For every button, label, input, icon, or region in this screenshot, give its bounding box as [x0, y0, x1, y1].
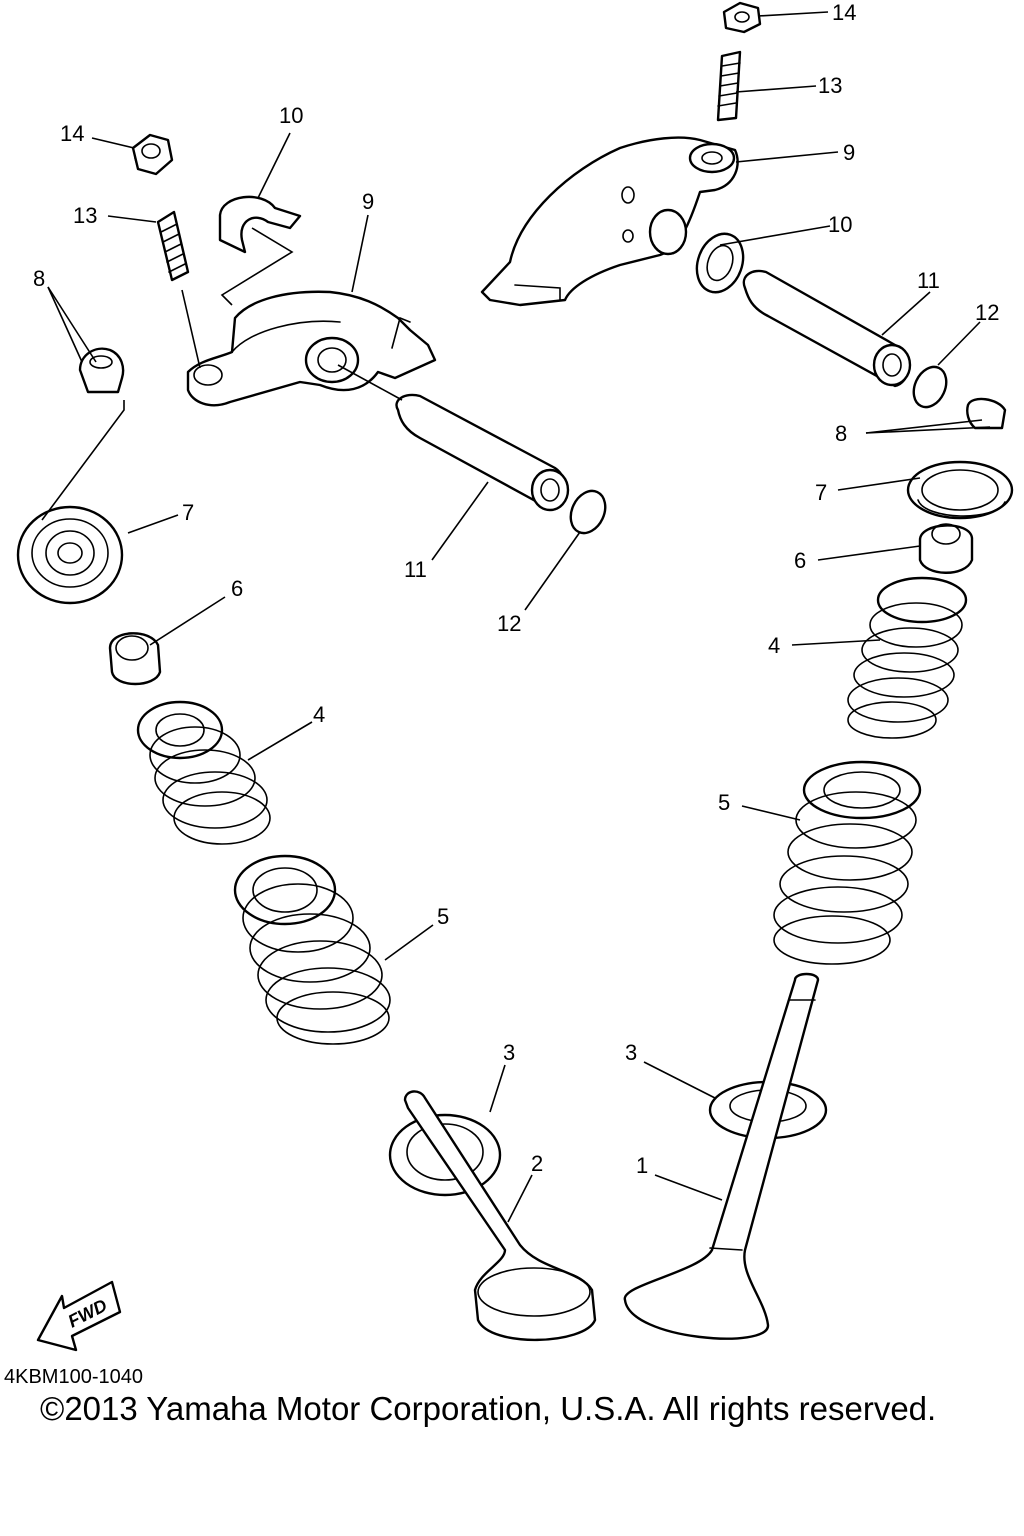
callout-5-left: 5 [437, 904, 449, 929]
callout-6-right: 6 [794, 548, 806, 573]
part-nut-right [722, 1, 762, 34]
callout-8-left: 8 [33, 266, 45, 291]
callout-14-right: 14 [832, 0, 856, 25]
callout-12-left: 12 [497, 611, 521, 636]
callout-2: 2 [531, 1151, 543, 1176]
part-cotter-right [966, 397, 1007, 430]
drawing-code: 4KBM100-1040 [4, 1366, 143, 1388]
part-rocker-shaft-left [395, 393, 570, 512]
part-intake-valve [403, 1090, 597, 1342]
callout-12-right: 12 [975, 300, 999, 325]
callout-4-right: 4 [768, 633, 780, 658]
part-rocker-shaft-right [742, 269, 912, 388]
part-rocker-arm-right [480, 136, 739, 307]
copyright-notice: ©2013 Yamaha Motor Corporation, U.S.A. A… [40, 1390, 936, 1427]
callout-14-left: 14 [60, 121, 84, 146]
callout-1: 1 [636, 1153, 648, 1178]
callout-10-left: 10 [279, 103, 303, 128]
part-seal-left [108, 632, 162, 686]
part-washer-left [218, 195, 302, 254]
callout-4-left: 4 [313, 702, 325, 727]
callout-13-right: 13 [818, 73, 842, 98]
part-outer-spring-left [233, 854, 391, 1045]
part-seal-right [918, 523, 974, 574]
callout-6-left: 6 [231, 576, 243, 601]
part-o-ring-left [569, 489, 607, 535]
part-outer-spring-right [773, 760, 922, 965]
callout-13-left: 13 [73, 203, 97, 228]
callout-9-right: 9 [843, 140, 855, 165]
callout-labels: 14 13 9 10 11 12 8 7 6 4 5 3 1 14 13 10 … [33, 0, 999, 1178]
callout-10-right: 10 [828, 212, 852, 237]
part-nut-left [131, 133, 174, 176]
part-retainer-left [16, 505, 124, 605]
part-retainer-right [906, 460, 1014, 520]
part-cotter-left [78, 347, 125, 394]
callout-9-left: 9 [362, 189, 374, 214]
callout-7-left: 7 [182, 500, 194, 525]
callout-8-right: 8 [835, 421, 847, 446]
part-inner-spring-right [847, 576, 968, 739]
part-o-ring-right [912, 365, 948, 409]
leader-lines [41, 11, 991, 1223]
callout-3-right: 3 [625, 1040, 637, 1065]
part-exhaust-valve [623, 972, 820, 1340]
callout-7-right: 7 [815, 480, 827, 505]
callout-11-right: 11 [917, 268, 940, 293]
callout-11-left: 11 [404, 557, 427, 582]
part-rocker-arm-left [186, 290, 437, 407]
callout-3-left: 3 [503, 1040, 515, 1065]
fwd-arrow-icon: FWD [36, 1280, 122, 1352]
part-stud-right [716, 50, 742, 122]
part-inner-spring-left [136, 700, 271, 845]
part-stud-left [156, 210, 190, 282]
callout-5-right: 5 [718, 790, 730, 815]
part-washer-right [695, 232, 745, 294]
